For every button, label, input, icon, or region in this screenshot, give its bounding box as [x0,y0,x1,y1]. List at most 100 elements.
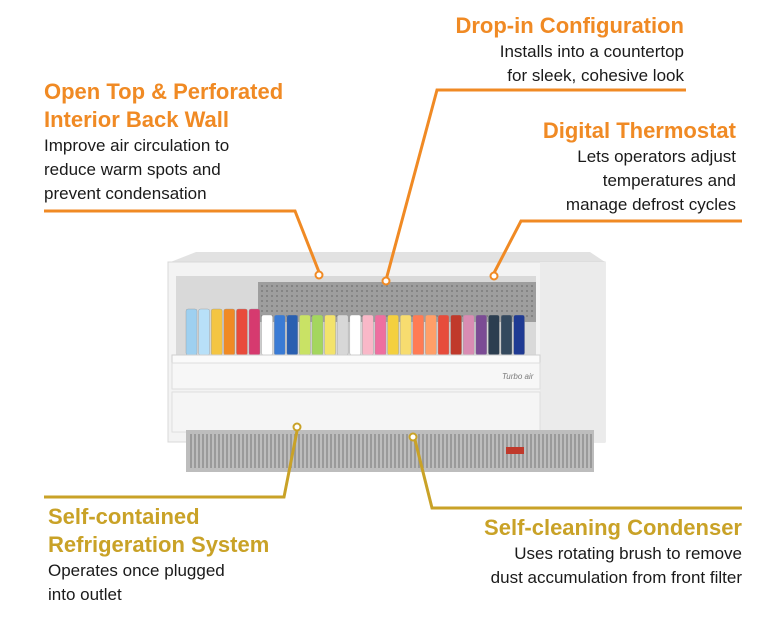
perforation-hole [511,295,513,297]
perforation-hole [476,295,478,297]
perforation-hole [261,285,263,287]
grille-slat [278,434,280,468]
brand-logo: Turbo air [502,372,534,381]
beverage-container [513,314,525,356]
leader-dot-drop-in [381,276,391,286]
grille-slat [394,434,396,468]
front-rail [171,354,541,364]
perforation-hole [316,310,318,312]
perforation-hole [456,305,458,307]
perforation-hole [351,285,353,287]
perforation-hole [471,285,473,287]
perforation-hole [451,310,453,312]
grille-slat [470,434,472,468]
grille-slat [318,434,320,468]
perforation-hole [486,285,488,287]
grille-slat [342,434,344,468]
perforation-hole [471,295,473,297]
perforation-hole [356,295,358,297]
grille-slat [474,434,476,468]
perforation-hole [346,300,348,302]
perforation-hole [281,290,283,292]
perforation-hole [506,305,508,307]
perforation-hole [296,290,298,292]
perforation-hole [441,310,443,312]
perforation-hole [311,295,313,297]
beverage-container [412,314,424,356]
perforation-hole [261,300,263,302]
grille-slat [422,434,424,468]
perforation-hole [396,285,398,287]
perforation-hole [391,290,393,292]
perforation-hole [416,310,418,312]
grille-slat [378,434,380,468]
perforation-hole [446,305,448,307]
perforation-hole [361,305,363,307]
perforation-hole [451,290,453,292]
callout-thermostat: Digital Thermostat Lets operators adjust… [543,117,736,217]
grille-slat [302,434,304,468]
grille-slat [198,434,200,468]
grille-slat [218,434,220,468]
perforation-hole [416,285,418,287]
grille-slat [350,434,352,468]
perforation-hole [381,295,383,297]
perforation-hole [461,300,463,302]
grille-slat [326,434,328,468]
perforation-hole [531,305,533,307]
perforation-hole [306,285,308,287]
perforation-hole [391,285,393,287]
perforation-hole [506,285,508,287]
grille-slat [578,434,580,468]
perforation-hole [391,310,393,312]
perforation-hole [261,310,263,312]
perforation-hole [286,305,288,307]
perforation-hole [506,300,508,302]
beverage-container [450,314,462,356]
perforation-hole [406,305,408,307]
grille-slat [298,434,300,468]
perforation-hole [531,315,533,317]
perforation-hole [531,310,533,312]
perforation-hole [291,305,293,307]
beverage-container [437,314,450,356]
grille-slat [478,434,480,468]
perforation-hole [481,300,483,302]
grille-slat [390,434,392,468]
perforation-hole [501,305,503,307]
perforation-hole [261,295,263,297]
perforation-hole [501,310,503,312]
perforation-hole [471,310,473,312]
perforation-hole [406,285,408,287]
perforation-hole [416,305,418,307]
perforation-hole [516,305,518,307]
perforation-hole [406,310,408,312]
grille-slat [266,434,268,468]
grille-slats [190,434,592,468]
perforation-hole [291,290,293,292]
beverage-container [185,308,198,356]
grille-slat [398,434,400,468]
perforation-hole [336,290,338,292]
perforation-hole [266,310,268,312]
perforation-hole [271,290,273,292]
grille-slat [382,434,384,468]
perforation-hole [306,290,308,292]
perforation-hole [376,295,378,297]
perforation-hole [446,310,448,312]
perforation-hole [351,300,353,302]
beverage-container [425,314,437,356]
perforation-hole [286,285,288,287]
perforation-hole [426,305,428,307]
perforation-hole [371,290,373,292]
perforation-hole [441,300,443,302]
grille-slat [582,434,584,468]
perforation-hole [486,295,488,297]
grille-slat [202,434,204,468]
perforation-hole [306,310,308,312]
perforation-hole [356,310,358,312]
perforation-hole [491,310,493,312]
perforation-hole [531,300,533,302]
perforation-hole [501,300,503,302]
beverage-container [374,314,387,356]
